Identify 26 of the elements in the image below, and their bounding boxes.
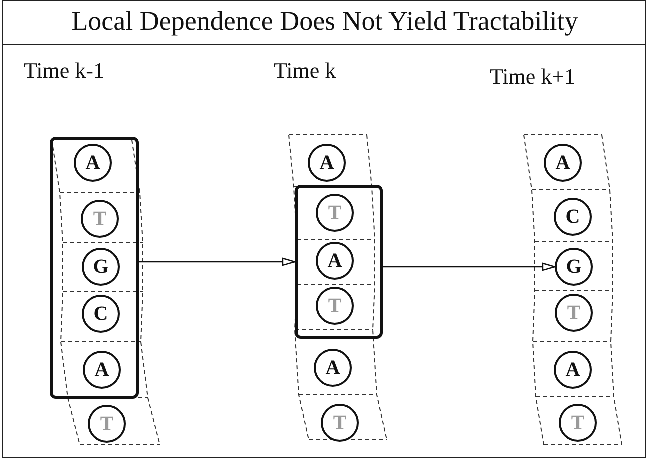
nucleotide-circle: A	[314, 349, 352, 387]
nucleotide-circle: T	[321, 404, 359, 442]
nucleotide-circle: G	[555, 248, 593, 286]
nucleotide-circle: A	[554, 351, 592, 389]
time-step-label: Time k	[274, 58, 336, 84]
time-step-label: Time k-1	[24, 58, 104, 84]
time-step-label: Time k+1	[490, 64, 576, 90]
nucleotide-circle: A	[316, 242, 354, 280]
nucleotide-circle: A	[83, 351, 121, 389]
window-frame-box	[50, 137, 139, 399]
nucleotide-circle: A	[74, 144, 112, 182]
nucleotide-circle: A	[308, 144, 346, 182]
nucleotide-circle: A	[544, 144, 582, 182]
nucleotide-circle: G	[82, 248, 120, 286]
arrow	[383, 262, 556, 272]
nucleotide-circle: T	[316, 194, 354, 232]
nucleotide-circle: C	[82, 295, 120, 333]
arrow	[139, 258, 296, 266]
nucleotide-circle: T	[555, 294, 593, 332]
nucleotide-circle: T	[559, 404, 597, 442]
window-frame-box	[295, 185, 383, 339]
nucleotide-circle: T	[316, 287, 354, 325]
nucleotide-circle: C	[554, 198, 592, 236]
nucleotide-circle: T	[81, 200, 119, 238]
nucleotide-circle: T	[88, 405, 126, 443]
diagram-title: Local Dependence Does Not Yield Tractability	[70, 6, 580, 37]
